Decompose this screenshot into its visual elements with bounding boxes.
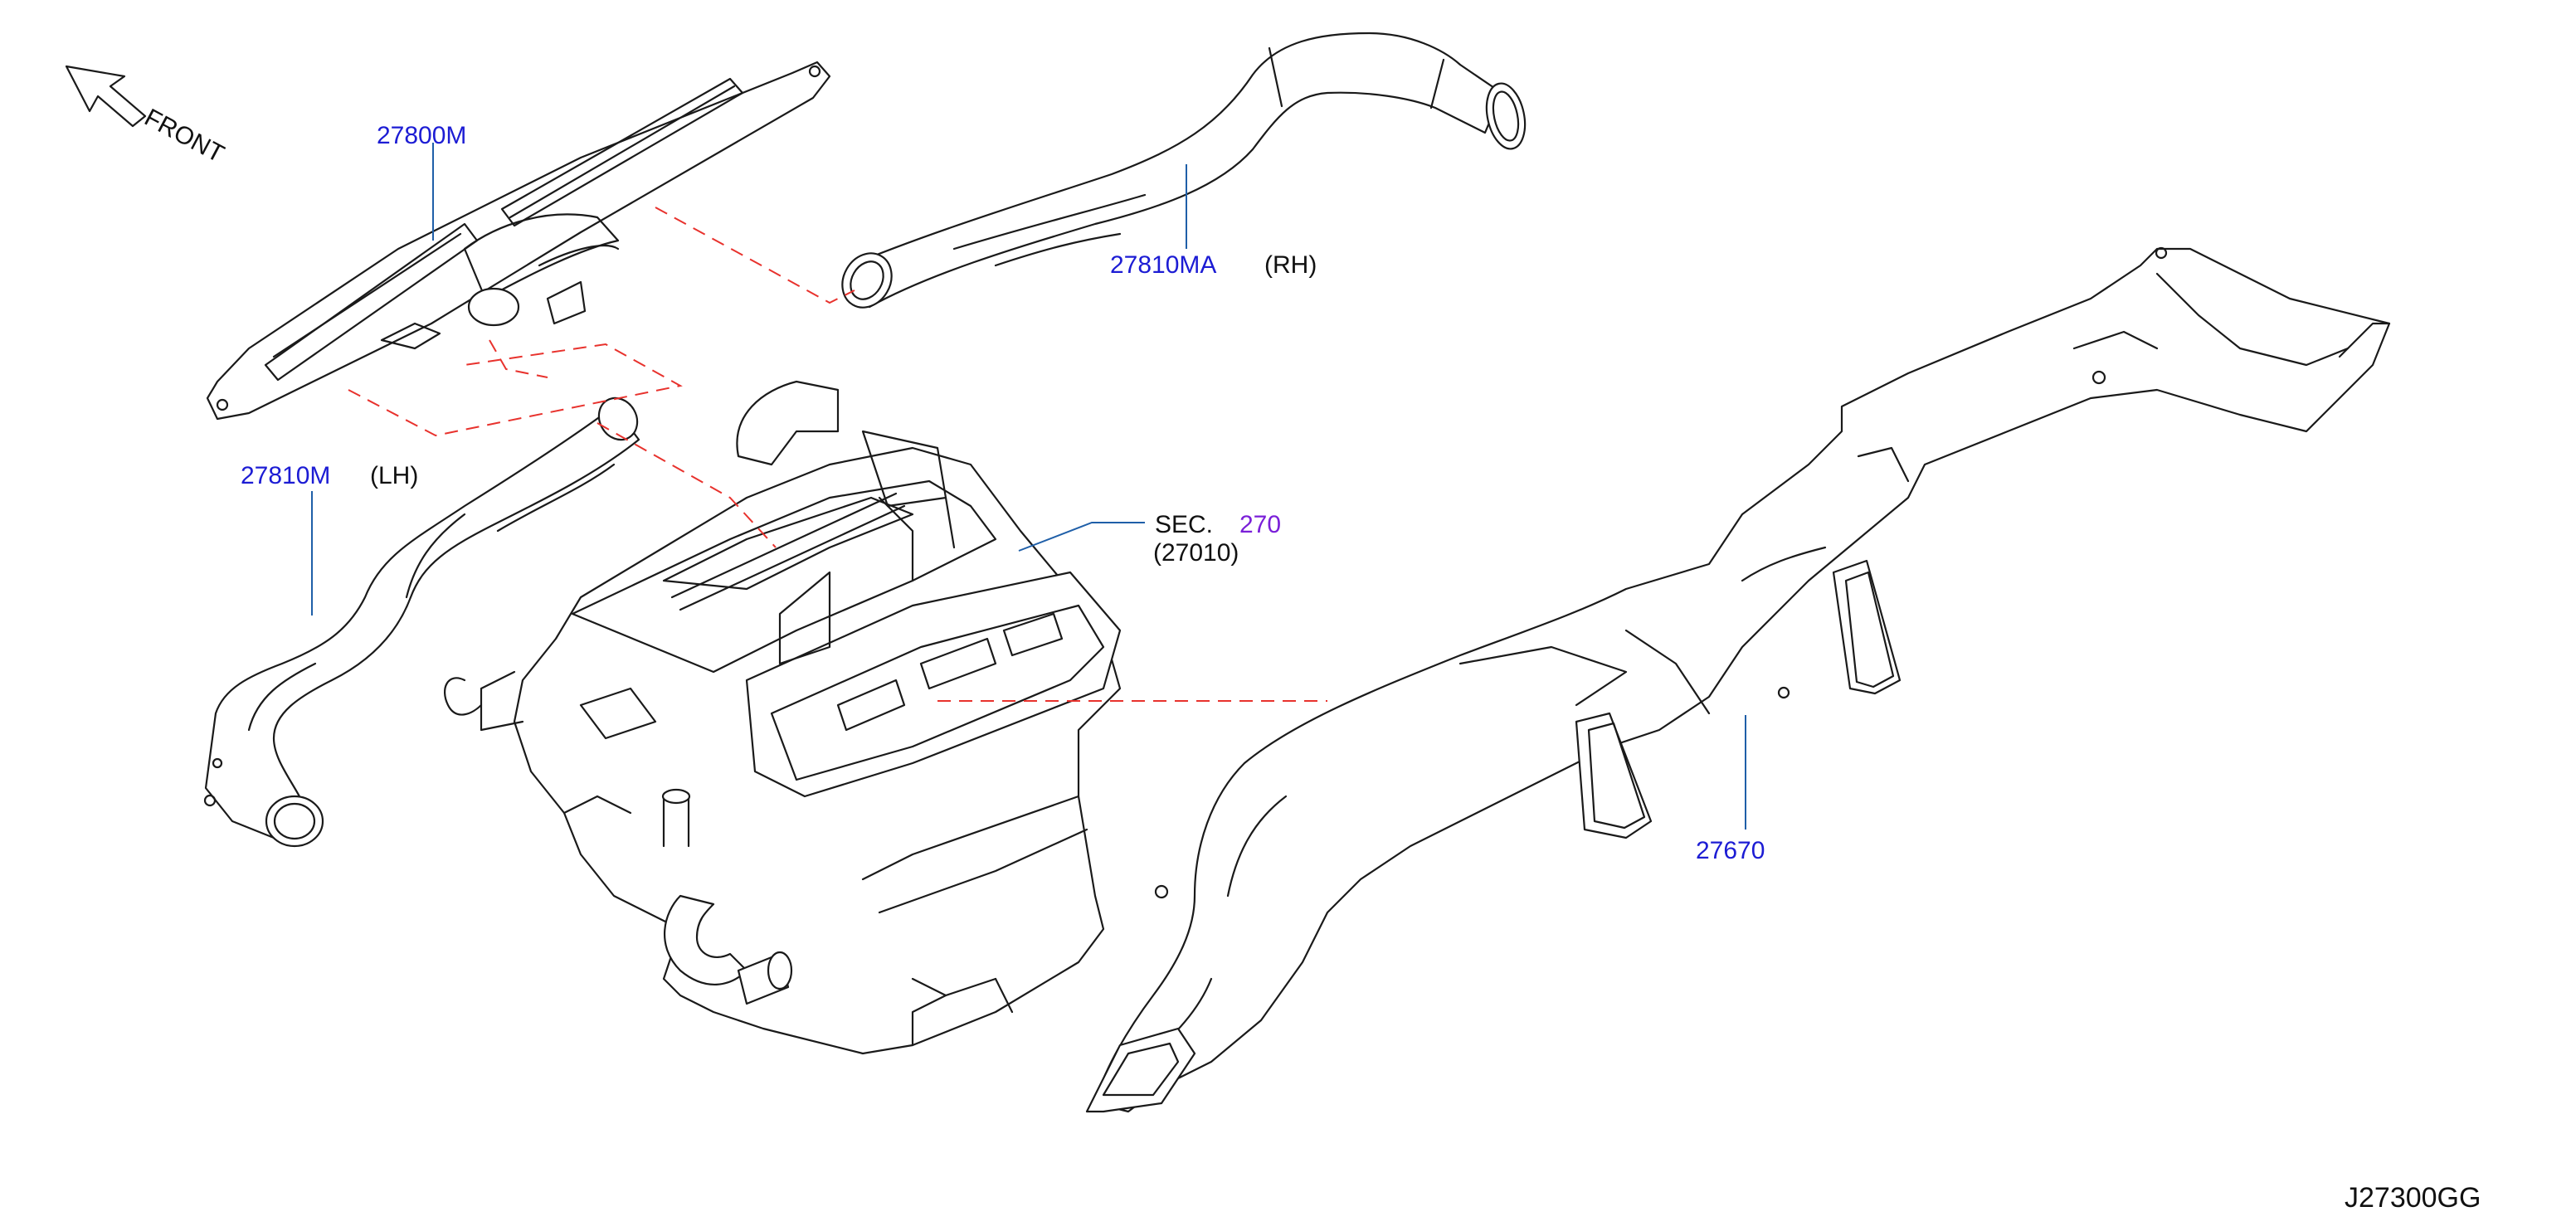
front-arrow-icon bbox=[65, 65, 147, 128]
duct-rh-part bbox=[841, 32, 1527, 309]
part-number-27670: 27670 bbox=[1696, 837, 1765, 864]
leader-lines bbox=[311, 143, 1746, 830]
side-label-lh: (LH) bbox=[370, 462, 418, 489]
duct-main-part bbox=[1085, 246, 2391, 1113]
duct-lh-part bbox=[203, 397, 640, 848]
section-ref-27010: (27010) bbox=[1153, 539, 1239, 567]
part-number-27810ma: 27810MA bbox=[1110, 251, 1216, 279]
phantom-lines bbox=[348, 207, 1327, 702]
side-label-rh: (RH) bbox=[1264, 251, 1317, 279]
heater-unit-part bbox=[444, 380, 1122, 1055]
section-prefix: SEC. bbox=[1155, 511, 1213, 538]
front-label: FRONT bbox=[140, 104, 229, 168]
nozzle-center-part bbox=[206, 61, 831, 421]
drawing-code: J27300GG bbox=[2345, 1182, 2481, 1214]
part-number-27800m: 27800M bbox=[377, 122, 466, 149]
section-number-270: 270 bbox=[1239, 511, 1281, 538]
part-number-27810m: 27810M bbox=[241, 462, 330, 489]
